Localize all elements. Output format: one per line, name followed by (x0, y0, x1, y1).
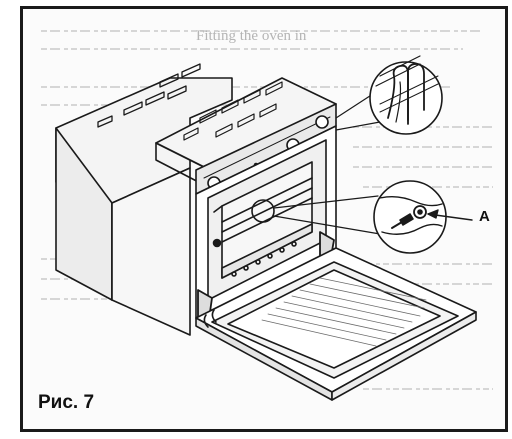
faint-heading: Fitting the oven in (196, 28, 307, 44)
oven-front-frame (195, 125, 337, 319)
cabinet-housing (55, 77, 233, 336)
fixing-point-circle (251, 199, 275, 223)
callout-label-a: A (479, 208, 490, 225)
knob-right (315, 115, 329, 129)
detail-circle-screw (373, 180, 447, 254)
callout-arrow (427, 209, 473, 221)
cabinet-vents (97, 63, 201, 128)
detail-circle-top (369, 55, 443, 135)
figure-caption: Рис. 7 (38, 392, 95, 413)
oven-door (195, 247, 477, 401)
screw-icon (399, 213, 414, 226)
oven-top (155, 77, 337, 189)
